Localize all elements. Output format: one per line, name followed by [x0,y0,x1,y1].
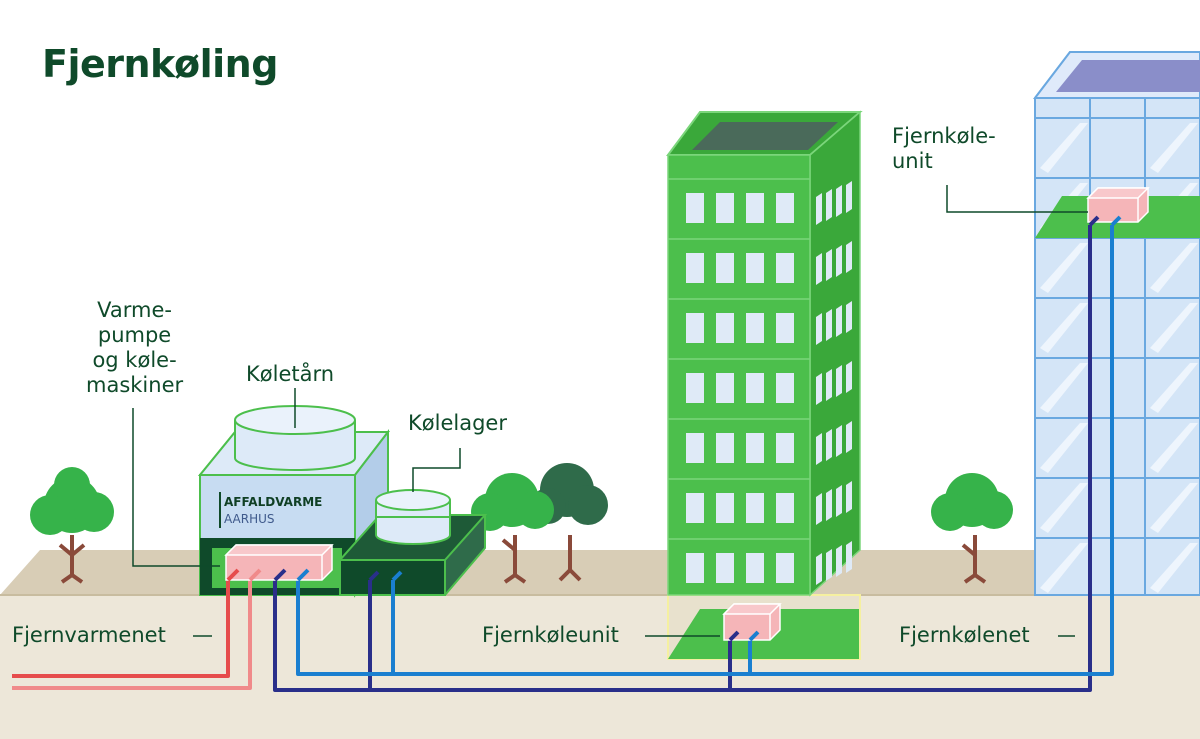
window [686,253,704,283]
basement-cooling-unit [722,603,782,642]
glass-reflection [1040,423,1088,473]
window [686,373,704,403]
side-window [816,493,822,525]
glass-reflection [1040,483,1088,533]
window [716,373,734,403]
window [776,313,794,343]
side-window [836,545,842,577]
label-cold-storage: Kølelager [408,411,507,435]
tree-middle [471,473,554,584]
side-window [826,189,832,221]
window [746,313,764,343]
window [716,313,734,343]
glass-reflection [1150,243,1198,293]
glass-reflection [1150,423,1198,473]
window [716,193,734,223]
side-window [836,485,842,517]
side-window [826,369,832,401]
window [776,373,794,403]
side-window [816,253,822,285]
window [776,493,794,523]
side-window [826,429,832,461]
window [746,193,764,223]
side-window [846,361,852,393]
window [716,253,734,283]
window [716,493,734,523]
side-window [816,373,822,405]
side-window [846,301,852,333]
glass-reflection [1040,363,1088,413]
brand-line-1: AFFALDVARME [224,495,323,509]
brand-line-2: AARHUS [224,512,275,526]
leader-lines [132,185,1088,637]
glass-reflection [1040,543,1088,593]
window [716,553,734,583]
glass-reflection [1040,243,1088,293]
glass-reflection [1150,543,1198,593]
glass-tower [1032,51,1200,596]
pipe-network [12,225,1114,692]
side-window [816,193,822,225]
glass-reflection [1150,303,1198,353]
tree-right [931,473,1013,584]
window [686,433,704,463]
label-cooling-unit-top: Fjernkøle- unit [892,124,996,173]
window [686,553,704,583]
glass-reflection [1150,123,1198,173]
green-office-tower [666,110,863,597]
side-window [836,245,842,277]
window [686,193,704,223]
window [746,253,764,283]
window [746,433,764,463]
label-district-heating-network: Fjernvarmenet [12,623,166,647]
side-window [826,489,832,521]
side-window [846,421,852,453]
side-window [826,549,832,581]
window [776,553,794,583]
window [746,493,764,523]
side-window [836,365,842,397]
side-window [836,305,842,337]
side-window [826,309,832,341]
side-window [846,241,852,273]
tree-dark-back [530,463,608,582]
window [776,193,794,223]
label-cooling-unit-bottom: Fjernkøleunit [482,623,619,647]
glass-reflection [1150,363,1198,413]
window [776,433,794,463]
side-window [816,313,822,345]
window [776,253,794,283]
glass-reflection [1150,483,1198,533]
side-window [846,181,852,213]
side-window [836,185,842,217]
window [686,313,704,343]
side-window [816,553,822,585]
tower-cooling-unit [1086,187,1150,227]
side-window [816,433,822,465]
glass-reflection [1040,123,1088,173]
window [716,433,734,463]
side-window [846,481,852,513]
window [746,553,764,583]
window [686,493,704,523]
label-heat-pump: Varme- pumpe og køle- maskiner [86,298,184,397]
storage-pipe-stubs [368,570,403,582]
tree-left [30,467,114,584]
label-district-cooling-network: Fjernkølenet [899,623,1030,647]
plant-heat-pump-unit [224,544,334,582]
side-window [826,249,832,281]
glass-reflection [1040,303,1088,353]
window [746,373,764,403]
label-cooling-tower: Køletårn [246,362,335,386]
page-title: Fjernkøling [42,42,278,86]
side-window [836,425,842,457]
side-window [846,541,852,573]
